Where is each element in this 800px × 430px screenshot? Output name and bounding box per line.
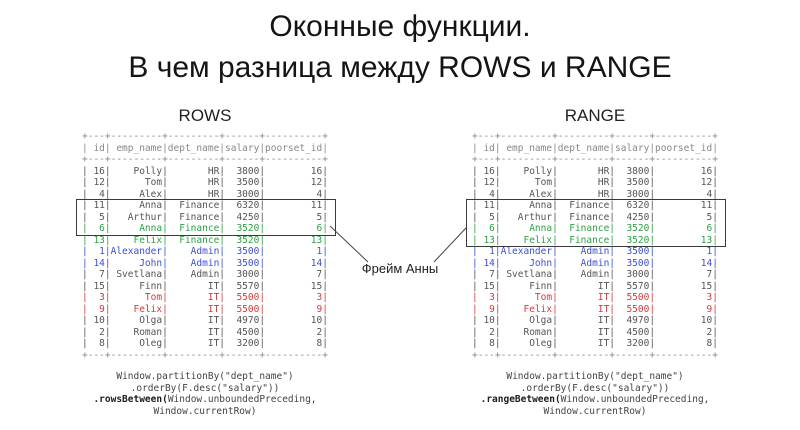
title-line-2: В чем разница между ROWS и RANGE	[128, 51, 672, 85]
table-border-row: +---+---------+---------+------+--------…	[82, 349, 328, 361]
table-row: | 13| Felix| Finance| 3520| 13|	[82, 234, 328, 246]
code-line: .rangeBetween(Window.unboundedPreceding,	[480, 394, 710, 405]
table-row: | 12| Tom| HR| 3500| 12|	[472, 177, 718, 188]
title-line-1: Оконные функции.	[269, 10, 531, 43]
code-line: Window.partitionBy("dept_name")	[506, 371, 684, 382]
range-panel: RANGE +---+---------+---------+------+--…	[465, 106, 726, 417]
connector-line-right	[433, 227, 467, 263]
table-row: | 14| John| Admin| 3500| 14|	[82, 257, 328, 269]
table-row: | 5| Arthur| Finance| 4250| 5|	[472, 211, 718, 223]
code-line: Window.currentRow)	[543, 405, 647, 417]
range-code-block: Window.partitionBy("dept_name").orderBy(…	[465, 371, 725, 417]
page-title: Оконные функции. В чем разница между ROW…	[0, 6, 800, 89]
table-border-row: +---+---------+---------+------+--------…	[82, 131, 328, 142]
rows-code-block: Window.partitionBy("dept_name").orderBy(…	[75, 371, 335, 417]
table-row: | 13| Felix| Finance| 3520| 13|	[472, 234, 718, 246]
table-border-row: +---+---------+---------+------+--------…	[472, 349, 718, 361]
table-header-row: | id| emp_name|dept_name|salary|poorset_…	[472, 142, 718, 154]
rows-panel: ROWS +---+---------+---------+------+---…	[75, 106, 336, 417]
frame-rectangle	[466, 199, 726, 247]
annotation-label: Фрейм Анны	[361, 261, 439, 276]
table-border-row: +---+---------+---------+------+--------…	[82, 154, 328, 165]
table-row: | 2| Roman| IT| 4500| 2|	[472, 326, 718, 338]
table-row: | 1|Alexander| Admin| 3500| 1|	[472, 246, 718, 257]
table-row: | 1|Alexander| Admin| 3500| 1|	[82, 246, 328, 257]
table-row: | 4| Alex| HR| 3000| 4|	[82, 188, 328, 200]
code-line: Window.currentRow)	[153, 405, 257, 417]
rows-table-label: ROWS	[178, 106, 232, 125]
table-row: | 2| Roman| IT| 4500| 2|	[82, 326, 328, 338]
table-row: | 15| Finn| IT| 5570| 15|	[472, 280, 718, 292]
code-line: Window.partitionBy("dept_name")	[116, 371, 294, 382]
rows-ascii-table: +---+---------+---------+------+--------…	[76, 131, 336, 361]
table-row: | 16| Polly| HR| 3800| 16|	[472, 165, 718, 177]
table-row: | 3| Tom| IT| 5500| 3|	[472, 292, 718, 303]
table-row: | 8| Oleg| IT| 3200| 8|	[472, 338, 718, 349]
table-row: | 5| Arthur| Finance| 4250| 5|	[82, 211, 328, 223]
code-line: .orderBy(F.desc("salary"))	[520, 382, 670, 394]
code-line: .rowsBetween(Window.unboundedPreceding,	[93, 394, 317, 405]
table-row: | 10| Olga| IT| 4970| 10|	[472, 315, 718, 326]
frame-rectangle	[76, 199, 336, 236]
table-row: | 12| Tom| HR| 3500| 12|	[82, 177, 328, 188]
table-row: | 10| Olga| IT| 4970| 10|	[82, 315, 328, 326]
table-border-row: +---+---------+---------+------+--------…	[472, 154, 718, 165]
table-row: | 11| Anna| Finance| 6320| 11|	[82, 200, 328, 211]
table-row: | 11| Anna| Finance| 6320| 11|	[472, 200, 718, 211]
table-row: | 6| Anna| Finance| 3520| 6|	[82, 223, 328, 234]
table-row: | 16| Polly| HR| 3800| 16|	[82, 165, 328, 177]
range-table-label: RANGE	[564, 106, 626, 125]
table-row: | 14| John| Admin| 3500| 14|	[472, 257, 718, 269]
table-row: | 8| Oleg| IT| 3200| 8|	[82, 338, 328, 349]
table-header-row: | id| emp_name|dept_name|salary|poorset_…	[82, 142, 328, 154]
table-border-row: +---+---------+---------+------+--------…	[472, 131, 718, 142]
table-row: | 4| Alex| HR| 3000| 4|	[472, 188, 718, 200]
table-row: | 7| Svetlana| Admin| 3000| 7|	[472, 269, 718, 280]
table-row: | 7| Svetlana| Admin| 3000| 7|	[82, 269, 328, 280]
table-row: | 15| Finn| IT| 5570| 15|	[82, 280, 328, 292]
code-line: .orderBy(F.desc("salary"))	[130, 382, 280, 394]
table-row: | 9| Felix| IT| 5500| 9|	[82, 303, 328, 315]
table-row: | 3| Tom| IT| 5500| 3|	[82, 292, 328, 303]
range-ascii-table: +---+---------+---------+------+--------…	[466, 131, 726, 361]
table-row: | 9| Felix| IT| 5500| 9|	[472, 303, 718, 315]
table-row: | 6| Anna| Finance| 3520| 6|	[472, 223, 718, 234]
